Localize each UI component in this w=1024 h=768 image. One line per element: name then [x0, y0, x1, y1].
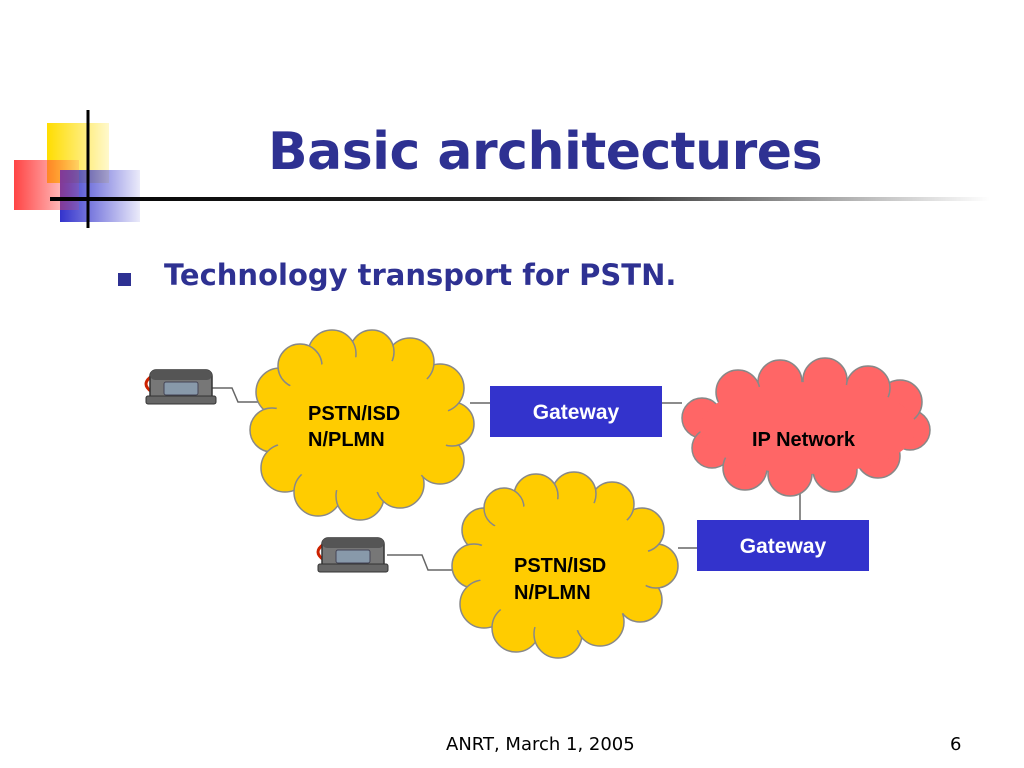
ip-network-cloud — [681, 357, 931, 497]
pstn-bottom-label-line1: PSTN/ISD — [514, 555, 606, 577]
telephone-icon — [316, 536, 390, 574]
pstn-cloud-top — [249, 329, 475, 521]
gateway-bottom-box — [697, 520, 869, 571]
gateway-bottom-label: Gateway — [740, 535, 827, 558]
pstn-top-label-line1: PSTN/ISD — [308, 403, 400, 425]
pstn-bottom-label-line2: N/PLMN — [514, 582, 591, 604]
page-number: 6 — [950, 734, 962, 755]
pstn-cloud-bottom — [451, 471, 679, 659]
gateway-top-label: Gateway — [533, 401, 620, 424]
link-phone1-to-pstn1 — [212, 387, 262, 403]
slide-title: Basic architectures — [268, 122, 823, 182]
gateway-top-box — [490, 386, 662, 437]
footer-date: ANRT, March 1, 2005 — [446, 734, 635, 755]
title-underline — [50, 197, 990, 201]
telephone-icon — [144, 368, 218, 406]
link-phone2-to-pstn2 — [387, 554, 463, 571]
bullet-square-icon — [118, 273, 131, 286]
deco-red-square — [14, 160, 79, 210]
bullet-text: Technology transport for PSTN. — [164, 258, 677, 292]
ip-network-label: IP Network — [752, 429, 856, 451]
pstn-top-label-line2: N/PLMN — [308, 429, 385, 451]
